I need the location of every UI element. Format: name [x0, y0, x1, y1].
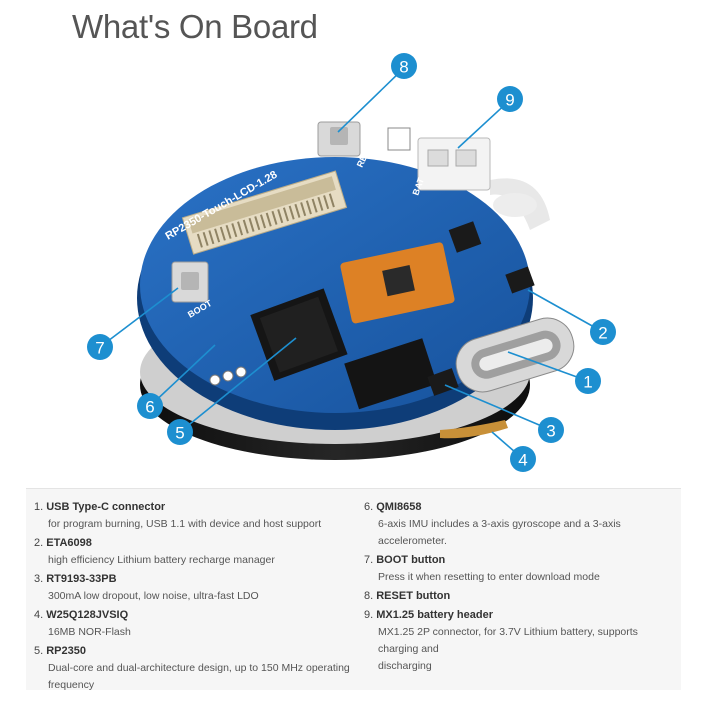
leader-line-7: [99, 287, 179, 348]
component-detail: 300mA low dropout, low noise, ultra-fast…: [48, 590, 259, 602]
component-name: W25Q128JVSIQ: [46, 609, 129, 621]
header-hole: [235, 366, 247, 378]
board-diagram: RP2350-Touch-LCD-1.28 RESET BAT BOOT: [87, 53, 616, 472]
battery-header: [417, 137, 491, 191]
callout-1: 1: [575, 368, 601, 394]
component-detail: 16MB NOR-Flash: [48, 626, 131, 638]
svg-text:4: 4: [518, 451, 527, 470]
component-name: USB Type-C connector: [46, 501, 166, 513]
fpc-connector: [181, 170, 348, 255]
component-name: RP2350: [46, 645, 86, 657]
mounting-pad: [493, 193, 537, 217]
callout-6: 6: [137, 393, 163, 419]
callout-7: 7: [87, 334, 113, 360]
component-name: MX1.25 battery header: [376, 609, 494, 621]
component-title: 5. RP2350: [34, 643, 354, 660]
component-description-panel: 1. USB Type-C connector for program burni…: [26, 488, 681, 691]
svg-text:6: 6: [145, 398, 154, 417]
charger-chip: [505, 266, 535, 294]
svg-text:2: 2: [598, 324, 607, 343]
leader-line-2: [527, 289, 604, 333]
imu-die: [382, 265, 415, 297]
header-hole: [222, 370, 234, 382]
callout-4: 4: [510, 446, 536, 472]
component-title: 4. W25Q128JVSIQ: [34, 607, 354, 624]
component-title: 7. BOOT button: [364, 552, 676, 569]
svg-text:5: 5: [175, 424, 184, 443]
boot-button[interactable]: [171, 261, 209, 303]
component-number: 5.: [34, 645, 47, 657]
component-title: 9. MX1.25 battery header: [364, 607, 676, 624]
component-detail: high efficiency Lithium battery recharge…: [48, 554, 275, 566]
component-title: 6. QMI8658: [364, 499, 676, 516]
description-column-right: 6. QMI8658 6-axis IMU includes a 3-axis g…: [364, 499, 676, 677]
leader-line-5: [179, 337, 297, 433]
component-item: 6. QMI8658 6-axis IMU includes a 3-axis g…: [364, 499, 676, 550]
reset-button[interactable]: [317, 121, 361, 157]
flash-chip: [344, 338, 438, 410]
component-number: 9.: [364, 609, 377, 621]
component-item: 4. W25Q128JVSIQ 16MB NOR-Flash: [34, 607, 354, 641]
component-detail: frequency: [48, 679, 95, 691]
component-number: 6.: [364, 501, 377, 513]
component-number: 3.: [34, 573, 47, 585]
component-number: 7.: [364, 554, 377, 566]
component-name: QMI8658: [376, 501, 422, 513]
component-number: 4.: [34, 609, 47, 621]
header-hole: [209, 374, 221, 386]
svg-text:8: 8: [399, 58, 408, 77]
component-item: 1. USB Type-C connector for program burni…: [34, 499, 354, 533]
component-number: 8.: [364, 590, 377, 602]
component-name: BOOT button: [376, 554, 446, 566]
component-item: 8. RESET button: [364, 588, 676, 605]
component-name: RESET button: [376, 590, 451, 602]
page-title: What's On Board: [72, 8, 318, 45]
description-column-left: 1. USB Type-C connector for program burni…: [34, 499, 354, 696]
battery-pads: [387, 127, 411, 151]
component-number: 2.: [34, 537, 47, 549]
copper-tape: [440, 420, 508, 439]
callout-5: 5: [167, 419, 193, 445]
component-detail: for program burning, USB 1.1 with device…: [48, 518, 322, 530]
component-name: RT9193-33PB: [46, 573, 117, 585]
leader-line-6: [149, 344, 216, 407]
leader-line-8: [337, 67, 405, 133]
callout-9: 9: [497, 86, 523, 112]
svg-text:1: 1: [583, 373, 592, 392]
component-title: 8. RESET button: [364, 588, 676, 605]
callout-8: 8: [391, 53, 417, 79]
component-number: 1.: [34, 501, 47, 513]
component-item: 2. ETA6098 high efficiency Lithium batter…: [34, 535, 354, 569]
component-title: 3. RT9193-33PB: [34, 571, 354, 588]
component-detail: Dual-core and dual-architecture design, …: [48, 662, 350, 674]
component-detail: MX1.25 2P connector, for 3.7V Lithium ba…: [378, 626, 638, 655]
component-detail: Press it when resetting to enter downloa…: [378, 571, 600, 583]
inductor: [448, 221, 482, 253]
callout-3: 3: [538, 417, 564, 443]
component-detail: 6-axis IMU includes a 3-axis gyroscope a…: [378, 518, 621, 547]
rp2350-chip: [250, 288, 348, 381]
component-title: 2. ETA6098: [34, 535, 354, 552]
callout-2: 2: [590, 319, 616, 345]
svg-text:7: 7: [95, 339, 104, 358]
component-item: 3. RT9193-33PB 300mA low dropout, low noi…: [34, 571, 354, 605]
component-title: 1. USB Type-C connector: [34, 499, 354, 516]
leader-line-3: [444, 384, 552, 431]
component-detail: discharging: [378, 660, 432, 672]
leader-line-1: [507, 351, 589, 382]
ldo-chip: [427, 368, 459, 396]
svg-text:3: 3: [546, 422, 555, 441]
svg-text:9: 9: [505, 91, 514, 110]
component-name: ETA6098: [46, 537, 92, 549]
